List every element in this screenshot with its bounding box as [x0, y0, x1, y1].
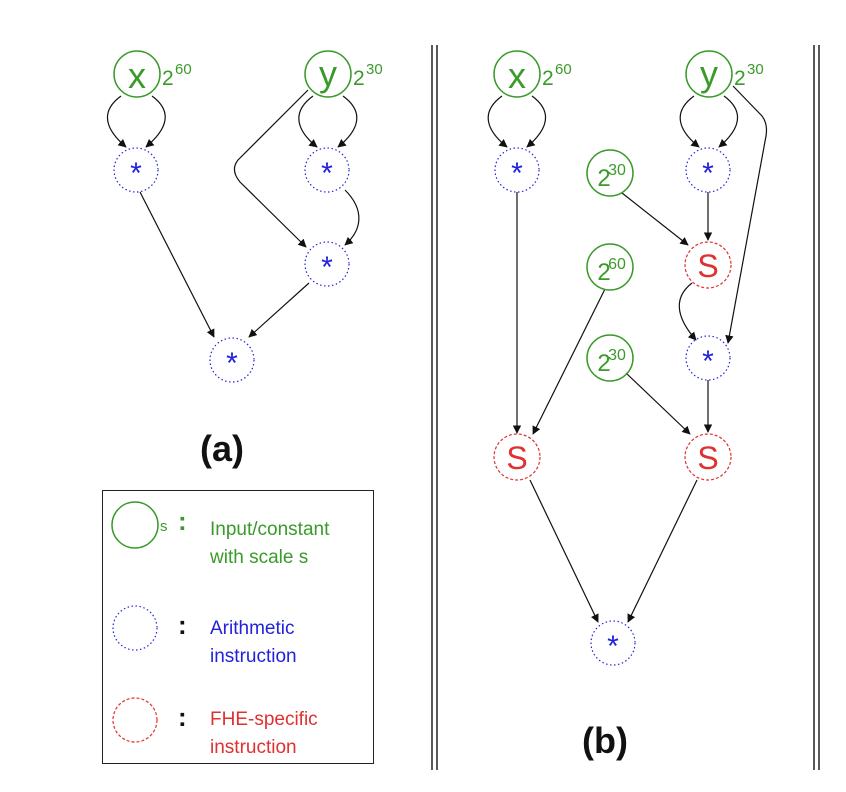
legend-input-text-1: Input/constant [210, 519, 330, 540]
legend-input-text-2: with scale s [210, 547, 309, 568]
legend-arith-symbol [112, 605, 158, 651]
svg-text:2: 2 [597, 350, 610, 377]
svg-text:*: * [511, 157, 523, 190]
svg-text:S: S [697, 248, 718, 284]
edge-b-s4-mul4 [627, 479, 698, 623]
edge-b-y-mul2-right [718, 95, 738, 148]
svg-text:2: 2 [597, 259, 610, 286]
node-x-label: x [128, 55, 146, 96]
node-y-label: y [319, 53, 337, 94]
edge-a-y-mul2-left [298, 95, 318, 148]
legend-arith-text-1: Arithmetic [210, 618, 295, 639]
svg-text:2: 2 [597, 165, 610, 192]
panel-b-scale-op-4: S [684, 433, 732, 481]
node-x-scale-base: 2 [162, 67, 174, 90]
panel-a-mul-4: * [209, 337, 255, 383]
node-y-scale-base: 2 [353, 67, 365, 90]
svg-text:2: 2 [542, 67, 554, 90]
legend-fhe-text-2: instruction [210, 737, 297, 758]
panel-b-const-30-b: 2 30 [586, 334, 634, 382]
edge-a-mul2-mul3 [344, 189, 360, 246]
panel-a-node-y: y 2 30 [304, 50, 383, 98]
svg-text:30: 30 [608, 162, 626, 179]
edge-a-y-mul2-right [337, 95, 358, 148]
panel-a-mul-2: * [304, 147, 350, 193]
svg-text:30: 30 [608, 347, 626, 364]
edge-b-s3-mul4 [529, 479, 599, 623]
svg-text:x: x [508, 55, 526, 96]
panel-a-label: (a) [200, 428, 244, 469]
edge-b-x-mul1-left [487, 95, 508, 148]
svg-text:*: * [702, 157, 714, 190]
panel-dividers [431, 45, 820, 770]
panel-b-const-30-a: 2 30 [586, 149, 634, 197]
legend-arith-text-2: instruction [210, 646, 297, 667]
edge-a-x-mul1-left [107, 95, 127, 148]
svg-text:*: * [321, 251, 333, 284]
panel-b-mul-4: * [590, 620, 636, 666]
panel-a-edges [107, 89, 360, 338]
panel-b-scale-op-1: S [684, 241, 732, 289]
edge-a-x-mul1-right [145, 95, 166, 148]
node-x-scale-exp: 60 [175, 61, 192, 78]
legend-input-symbol: s [111, 501, 168, 549]
svg-text:30: 30 [747, 61, 764, 78]
svg-text:*: * [321, 157, 333, 190]
panel-b-label: (b) [582, 720, 628, 761]
edge-a-mul1-mul4 [139, 191, 215, 338]
edge-b-c30a-s1 [621, 192, 689, 246]
svg-text:S: S [506, 440, 527, 476]
legend-scale-symbol: s [160, 518, 168, 535]
legend-fhe-text-1: FHE-specific [210, 709, 318, 730]
panel-b-mul-3: * [685, 335, 731, 381]
svg-text:*: * [130, 157, 142, 190]
panel-b-mul-1: * [494, 147, 540, 193]
legend-arith-colon: : [178, 610, 187, 640]
edge-b-y-mul3 [725, 85, 768, 344]
edge-b-c30b-s4 [625, 372, 691, 435]
panel-a-mul-1: * [113, 147, 159, 193]
panel-b-scale-op-3: S [493, 433, 541, 481]
svg-text:*: * [702, 345, 714, 378]
legend-fhe-colon: : [178, 702, 187, 732]
svg-text:*: * [607, 630, 619, 663]
edge-a-mul3-mul4 [248, 282, 310, 338]
panel-a-node-x: x 2 60 [113, 50, 192, 98]
panel-b-mul-2: * [685, 147, 731, 193]
edge-b-s1-mul3 [678, 282, 697, 341]
svg-text:60: 60 [608, 256, 626, 273]
panel-a-mul-3: * [304, 241, 350, 287]
panel-b-node-x: x 2 60 [493, 50, 572, 98]
edge-a-y-mul3 [233, 89, 309, 248]
panel-b-const-60: 2 60 [586, 243, 634, 291]
edge-b-c60-s3 [532, 288, 606, 435]
edge-b-y-mul2-left [679, 95, 700, 148]
svg-text:60: 60 [555, 61, 572, 78]
legend-fhe-symbol [112, 697, 158, 743]
svg-text:*: * [226, 347, 238, 380]
panel-b-edges [487, 85, 768, 623]
svg-text:y: y [700, 53, 718, 94]
edge-b-x-mul1-right [526, 95, 546, 148]
legend-box [102, 490, 374, 764]
svg-text:S: S [697, 440, 718, 476]
legend-input-colon: : [178, 506, 187, 536]
svg-text:2: 2 [734, 67, 746, 90]
panel-b-node-y: y 2 30 [685, 50, 764, 98]
node-y-scale-exp: 30 [366, 61, 383, 78]
